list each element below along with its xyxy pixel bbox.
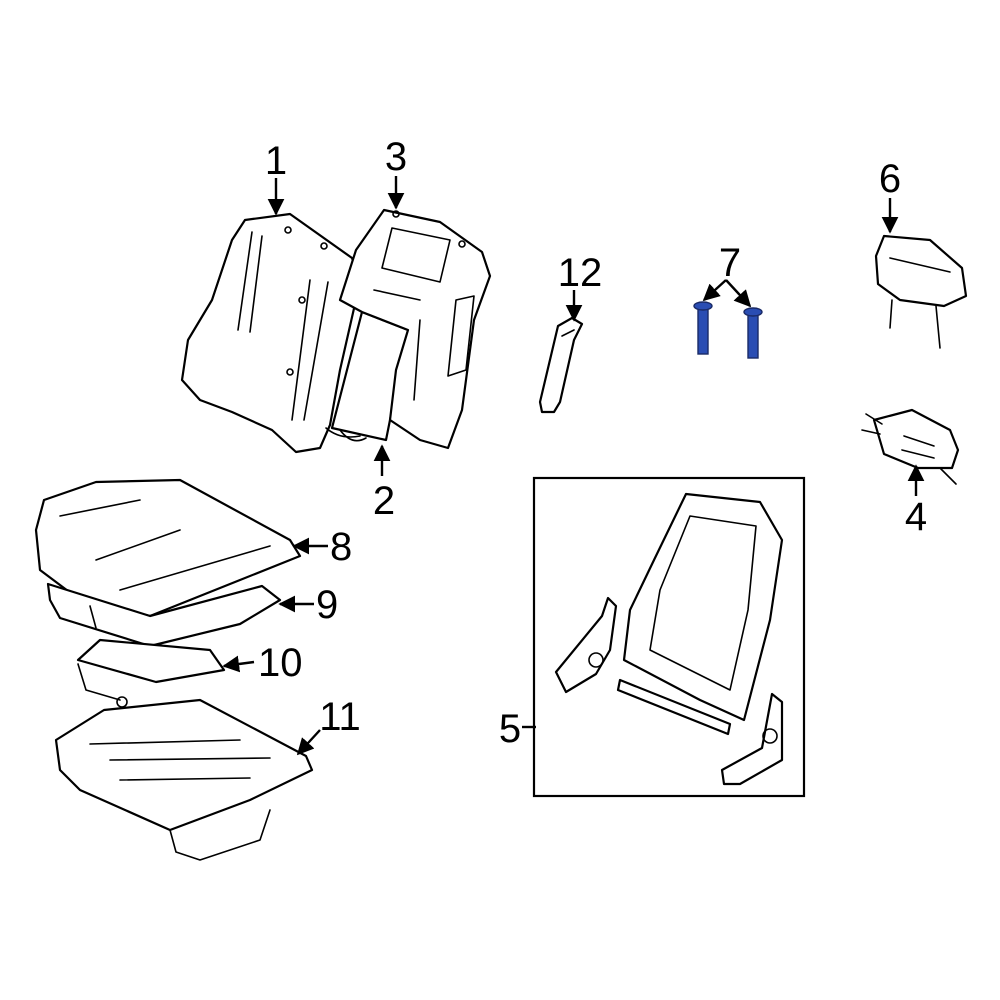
leader-7b xyxy=(725,279,752,308)
part-4-lumbar-support[interactable] xyxy=(861,408,960,485)
callout-5: 5 xyxy=(499,707,521,751)
part-3-seat-back-pad[interactable] xyxy=(338,208,492,450)
leader-10 xyxy=(222,655,255,673)
part-6-headrest[interactable] xyxy=(874,234,968,349)
callout-12: 12 xyxy=(558,251,603,295)
callout-1: 1 xyxy=(265,139,287,183)
part-7-bolts[interactable] xyxy=(693,301,763,359)
callout-3: 3 xyxy=(385,135,407,179)
part-5-seat-back-frame[interactable] xyxy=(532,476,806,798)
part-12-trim-cover[interactable] xyxy=(538,316,584,414)
callout-2: 2 xyxy=(373,479,395,523)
part-9-cushion-pad[interactable] xyxy=(46,582,282,648)
part-11-seat-frame[interactable] xyxy=(54,698,314,861)
callout-6: 6 xyxy=(879,157,901,201)
callout-7: 7 xyxy=(719,241,741,285)
part-10-seat-mat[interactable] xyxy=(76,638,226,708)
part-1-seat-back-cover[interactable] xyxy=(180,212,362,454)
callout-11: 11 xyxy=(319,695,361,739)
part-8-cushion-cover[interactable] xyxy=(34,478,302,618)
callout-9: 9 xyxy=(316,583,338,627)
callout-8: 8 xyxy=(330,525,352,569)
callout-10: 10 xyxy=(258,641,303,685)
leader-7 xyxy=(702,279,727,302)
leader-11 xyxy=(296,729,321,756)
callout-4: 4 xyxy=(905,495,927,539)
